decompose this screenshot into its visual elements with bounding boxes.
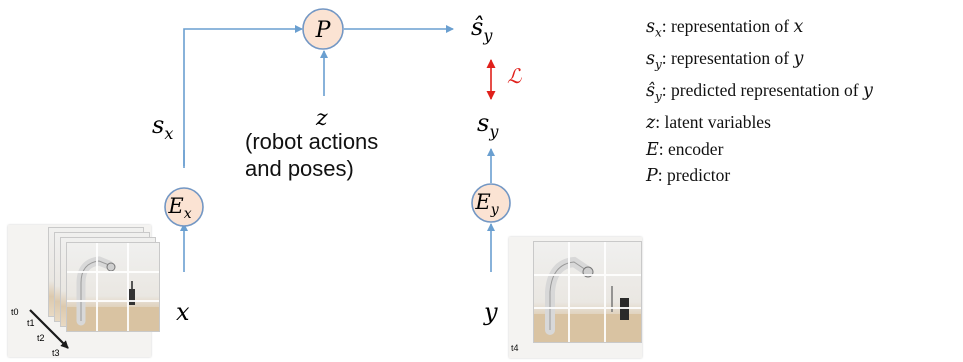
legend-symbol: z	[646, 113, 656, 134]
legend-subscript: x	[654, 25, 662, 40]
legend-text: : predicted representation of	[661, 80, 863, 101]
timestamp-t3: t3	[52, 348, 60, 358]
legend-row: sx: representation of x	[646, 14, 873, 46]
legend-variable: x	[793, 17, 804, 37]
predictor-node: P	[302, 8, 344, 50]
legend-symbol: E	[646, 139, 659, 160]
legend-text: : encoder	[658, 138, 724, 159]
predictor-label: P	[315, 18, 332, 43]
encoder-y-node: Ey	[471, 183, 511, 223]
time-axis: t0 t1 t2 t3	[11, 307, 69, 358]
timestamp-t2: t2	[37, 333, 45, 343]
y-label: y	[483, 298, 498, 326]
loss-label: ℒ	[507, 64, 522, 88]
frame-image-top	[66, 242, 160, 332]
timestamp-t4: t4	[511, 343, 519, 353]
legend-row: sy: representation of y	[646, 46, 873, 78]
legend-subscript: y	[654, 57, 662, 72]
legend-row: E: encoder	[646, 137, 873, 164]
legend-variable: y	[793, 49, 804, 70]
target-frame-image	[533, 241, 642, 343]
z-label: z	[315, 106, 328, 131]
robot-arm-target-image	[534, 242, 641, 342]
legend-row: z: latent variables	[646, 110, 873, 137]
encoder-x-subscript: x	[184, 206, 192, 222]
legend-subscript: y	[654, 89, 662, 104]
svg-text:Ex: Ex	[167, 194, 191, 222]
legend-row: P: predictor	[646, 163, 873, 190]
sx-label: sx	[152, 111, 173, 143]
timestamp-t0: t0	[11, 307, 19, 317]
legend-symbol: ŝ	[646, 81, 655, 102]
x-label: x	[176, 298, 190, 326]
shat-y-label: ŝy	[471, 13, 493, 45]
z-annotation: (robot actions and poses)	[245, 128, 378, 182]
timestamp-t1: t1	[27, 318, 35, 328]
robot-arm-image	[67, 243, 159, 331]
legend-text: : latent variables	[655, 112, 771, 133]
z-annotation-line1: (robot actions	[245, 129, 379, 154]
svg-text:Ey: Ey	[474, 190, 499, 218]
legend-text: : representation of	[661, 48, 794, 69]
legend-symbol: P	[646, 166, 658, 187]
encoder-y-label: E	[474, 190, 490, 214]
legend-text: : predictor	[657, 165, 731, 186]
legend-variable: y	[862, 81, 873, 102]
legend-symbol: s	[646, 49, 655, 70]
encoder-x-node: Ex	[164, 187, 204, 227]
z-annotation-line2: and poses)	[245, 156, 354, 181]
arrow-sx-to-predictor	[183, 25, 303, 168]
legend-symbol: s	[646, 17, 655, 37]
sy-label: sy	[477, 109, 499, 141]
legend-text: : representation of	[661, 16, 794, 36]
legend-row: ŝy: predicted representation of y	[646, 78, 873, 110]
encoder-x-label: E	[167, 194, 183, 218]
encoder-y-subscript: y	[490, 202, 500, 218]
